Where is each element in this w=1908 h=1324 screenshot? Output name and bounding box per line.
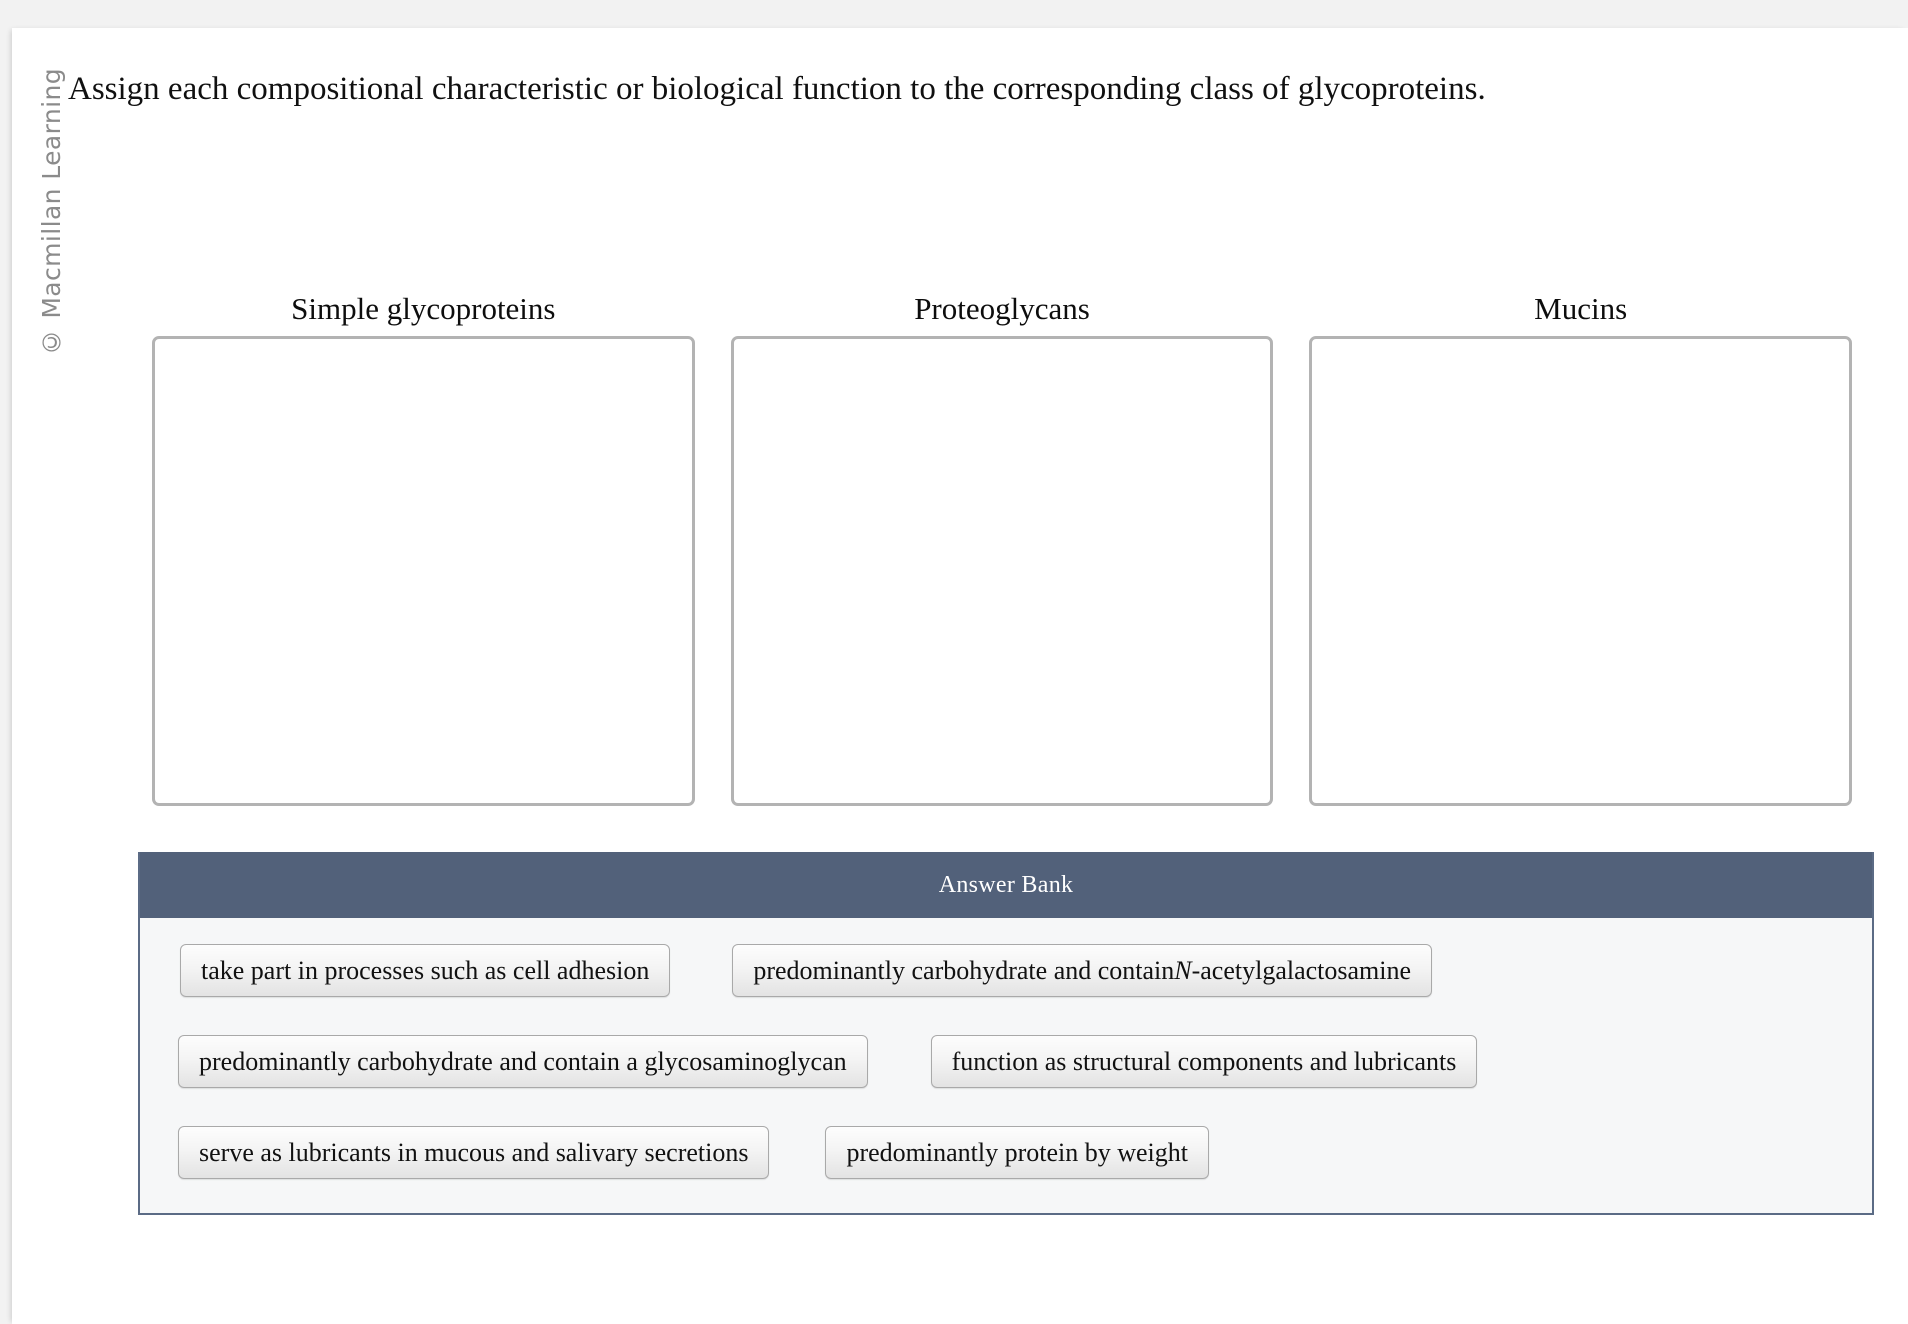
- drop-zone-title-proteoglycans: Proteoglycans: [914, 291, 1090, 326]
- answer-bank-row: take part in processes such as cell adhe…: [160, 944, 1852, 997]
- chip-text-italic: N: [1174, 955, 1192, 985]
- answer-chip-structural-components-lubricants[interactable]: function as structural components and lu…: [930, 1035, 1478, 1088]
- drop-zone-column-simple-glycoproteins: Simple glycoproteins: [152, 290, 695, 806]
- drop-zone-column-proteoglycans: Proteoglycans: [730, 290, 1274, 806]
- answer-bank-title: Answer Bank: [938, 871, 1074, 898]
- chip-text-after: -acetylgalactosamine: [1191, 955, 1412, 985]
- question-prompt: Assign each compositional characteristic…: [68, 71, 1486, 107]
- answer-bank-body: take part in processes such as cell adhe…: [140, 918, 1872, 1213]
- answer-chip-n-acetylgalactosamine[interactable]: predominantly carbohydrate and contain N…: [732, 944, 1433, 997]
- drop-zone-column-mucins: Mucins: [1309, 290, 1853, 806]
- answer-chip-predominantly-protein[interactable]: predominantly protein by weight: [825, 1126, 1209, 1179]
- chip-text-before: predominantly carbohydrate and contain: [753, 955, 1175, 985]
- answer-bank: Answer Bank take part in processes such …: [138, 852, 1874, 1215]
- answer-chip-cell-adhesion[interactable]: take part in processes such as cell adhe…: [180, 944, 671, 997]
- answer-chip-glycosaminoglycan[interactable]: predominantly carbohydrate and contain a…: [178, 1035, 868, 1088]
- answer-bank-row: predominantly carbohydrate and contain a…: [160, 1035, 1852, 1088]
- content-card: © Macmillan Learning Assign each composi…: [12, 28, 1908, 1324]
- drop-zone-proteoglycans[interactable]: [730, 336, 1274, 806]
- drop-zone-title-mucins: Mucins: [1534, 291, 1628, 326]
- drop-zone-group: Simple glycoproteins Proteoglycans Mucin…: [152, 290, 1853, 806]
- drop-zone-simple-glycoproteins[interactable]: [152, 336, 695, 806]
- drop-zone-mucins[interactable]: [1309, 336, 1853, 806]
- macmillan-learning-watermark: © Macmillan Learning: [28, 68, 74, 378]
- watermark-label: © Macmillan Learning: [36, 68, 66, 357]
- answer-chip-mucous-salivary-secretions[interactable]: serve as lubricants in mucous and saliva…: [178, 1126, 770, 1179]
- answer-bank-header: Answer Bank: [140, 852, 1872, 918]
- drop-zone-title-simple-glycoproteins: Simple glycoproteins: [291, 291, 556, 326]
- answer-bank-row: serve as lubricants in mucous and saliva…: [160, 1126, 1852, 1179]
